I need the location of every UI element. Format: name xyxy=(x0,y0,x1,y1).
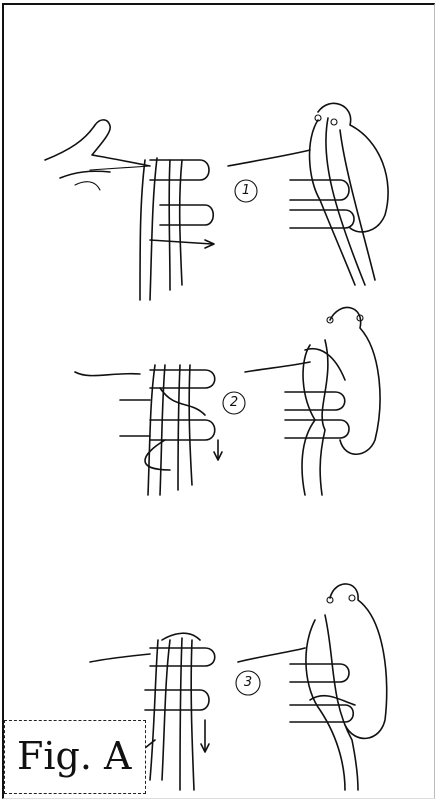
figure-caption: Fig. A xyxy=(17,731,131,781)
step-3-right-hand-drawing xyxy=(238,584,387,790)
step-1-number: 1 xyxy=(235,180,257,202)
figure-caption-box: Fig. A xyxy=(4,720,146,794)
step-2-right-hand-drawing xyxy=(245,308,380,495)
step-1-left-hand-drawing xyxy=(45,120,214,300)
step-2-left-hand-drawing xyxy=(75,365,222,495)
step-2-number: 2 xyxy=(223,392,245,414)
step-3-number: 3 xyxy=(237,672,259,694)
